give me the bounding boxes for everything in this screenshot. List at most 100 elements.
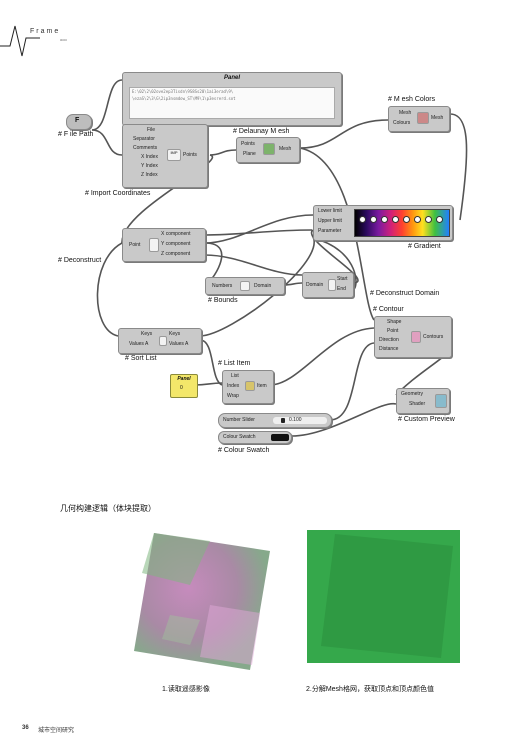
- port: Wrap: [227, 393, 239, 399]
- label-custom-preview: # Custom Preview: [398, 416, 455, 423]
- import-icon: IMP: [167, 149, 181, 161]
- domain-icon: [328, 279, 336, 291]
- port: Z Index: [141, 172, 158, 178]
- label-deconstruct: # Deconstruct: [58, 257, 102, 264]
- port: Z component: [161, 251, 191, 257]
- caption-left: 1.读取遥感影像: [162, 686, 210, 693]
- header-word: Frame: [30, 28, 61, 35]
- label-sort-list: # Sort List: [125, 355, 157, 362]
- port: Shader: [409, 401, 426, 407]
- port: Point: [129, 242, 141, 248]
- port: Values A: [129, 341, 149, 347]
- slider-label: Number Slider: [223, 417, 255, 423]
- port: Keys: [141, 331, 153, 337]
- port: Start: [337, 276, 348, 282]
- label-gradient: # Gradient: [408, 243, 441, 250]
- port: Keys: [169, 331, 181, 337]
- list-item-node[interactable]: List Index Wrap Item: [222, 370, 274, 404]
- list-item-icon: [245, 381, 255, 391]
- label-import-coordinates: # Import Coordinates: [85, 190, 151, 197]
- mesh-colors-node[interactable]: Mesh Colours Mesh: [388, 106, 450, 132]
- mesh-green-field: [307, 530, 460, 663]
- bounds-node[interactable]: Numbers Domain: [205, 277, 285, 295]
- port: Numbers: [212, 283, 233, 289]
- small-panel-node[interactable]: Panel 0: [170, 374, 198, 398]
- import-coordinates-node[interactable]: File Separator Comments X Index Y Index …: [122, 124, 208, 188]
- port: Separator: [133, 136, 155, 142]
- slider-track[interactable]: [273, 417, 327, 424]
- label-colour-swatch: # Colour Swatch: [218, 447, 270, 454]
- footer-text: 城市空间研究: [38, 728, 75, 734]
- label-mesh-colors: # M esh Colors: [388, 96, 436, 103]
- file-path-node[interactable]: F: [66, 114, 92, 130]
- sort-icon: [159, 336, 167, 346]
- port: Geometry: [401, 391, 423, 397]
- port: Mesh: [279, 146, 292, 152]
- port: Lower limit: [318, 208, 342, 214]
- panel-line: \ezaS\2\3\G\2ip3nsmdow_ST\M9\1\p3esrerd.…: [132, 96, 236, 101]
- port: Domain: [254, 283, 272, 289]
- port: Domain: [306, 282, 324, 288]
- panel-title: Panel: [223, 75, 240, 81]
- deconstruct-icon: [149, 238, 159, 252]
- delaunay-mesh-node[interactable]: Points Plane Mesh: [236, 137, 300, 163]
- mesh-colors-icon: [417, 112, 429, 124]
- contour-icon: [411, 331, 421, 343]
- bounds-icon: [240, 281, 250, 291]
- label-deconstruct-domain: # Deconstruct Domain: [370, 290, 440, 297]
- contour-node[interactable]: Shape Point Direction Distance Contours: [374, 316, 452, 358]
- slider-value: 0.100: [289, 417, 302, 423]
- colour-swatch-node[interactable]: Colour Swatch: [218, 431, 292, 444]
- gradient-node[interactable]: Lower limit Upper limit Parameter: [313, 205, 453, 241]
- port: Parameter: [318, 228, 342, 234]
- header-logo-mark: [0, 25, 40, 57]
- port: Distance: [379, 346, 399, 352]
- custom-preview-node[interactable]: Geometry Shader: [396, 388, 450, 414]
- swatch-label: Colour Swatch: [223, 434, 256, 440]
- port: List: [231, 373, 239, 379]
- footer-page-number: 36: [22, 725, 29, 731]
- mesh-icon: [263, 143, 275, 155]
- label-bounds: # Bounds: [208, 297, 238, 304]
- swatch-color[interactable]: [271, 434, 289, 441]
- deconstruct-node[interactable]: Point X component Y component Z componen…: [122, 228, 206, 262]
- gradient-bar: [354, 209, 450, 237]
- panel-node[interactable]: Panel E:\02\2\02ove2ep3Tisdn\9S8Ss20\1ai…: [122, 72, 342, 126]
- port: Points: [241, 141, 255, 147]
- file-path-glyph: F: [75, 117, 80, 124]
- caption-right: 2.分解Mesh格网，获取顶点和顶点颜色值: [306, 686, 434, 693]
- small-panel-title: Panel: [177, 376, 191, 382]
- slider-handle[interactable]: [281, 418, 285, 423]
- port: Mesh: [399, 110, 412, 116]
- section-title: 几何构建逻辑（体块提取）: [60, 504, 156, 513]
- deconstruct-domain-node[interactable]: Domain Start End: [302, 272, 354, 298]
- label-contour: # Contour: [373, 306, 404, 313]
- port: Item: [257, 383, 267, 389]
- port: Index: [227, 383, 240, 389]
- port: File: [147, 127, 156, 133]
- port: Y Index: [141, 163, 158, 169]
- label-delaunay-mesh: # Delaunay M esh: [233, 128, 290, 135]
- port: Colours: [393, 120, 411, 126]
- sort-list-node[interactable]: Keys Values A Keys Values A: [118, 328, 202, 354]
- port: Shape: [387, 319, 402, 325]
- port: Values A: [169, 341, 189, 347]
- port: X Index: [141, 154, 158, 160]
- small-panel-value: 0: [180, 385, 183, 391]
- port: Point: [387, 328, 399, 334]
- panel-line: E:\02\2\02ove2ep3Tisdn\9S8Ss20\1ai3erad\…: [132, 89, 234, 94]
- port: Upper limit: [318, 218, 342, 224]
- mesh-inner-tile: [321, 534, 453, 658]
- port: Points: [183, 152, 197, 158]
- number-slider[interactable]: Number Slider 0.100: [218, 413, 332, 428]
- port: Y component: [161, 241, 191, 247]
- panel-body: E:\02\2\02ove2ep3Tisdn\9S8Ss20\1ai3erad\…: [129, 87, 335, 119]
- port: Contours: [423, 334, 444, 340]
- port: End: [337, 286, 346, 292]
- port: Plane: [243, 151, 256, 157]
- port: Comments: [133, 145, 158, 151]
- port: Direction: [379, 337, 399, 343]
- label-list-item: # List Item: [218, 360, 251, 367]
- preview-icon: [435, 394, 447, 408]
- port: Mesh: [431, 115, 444, 121]
